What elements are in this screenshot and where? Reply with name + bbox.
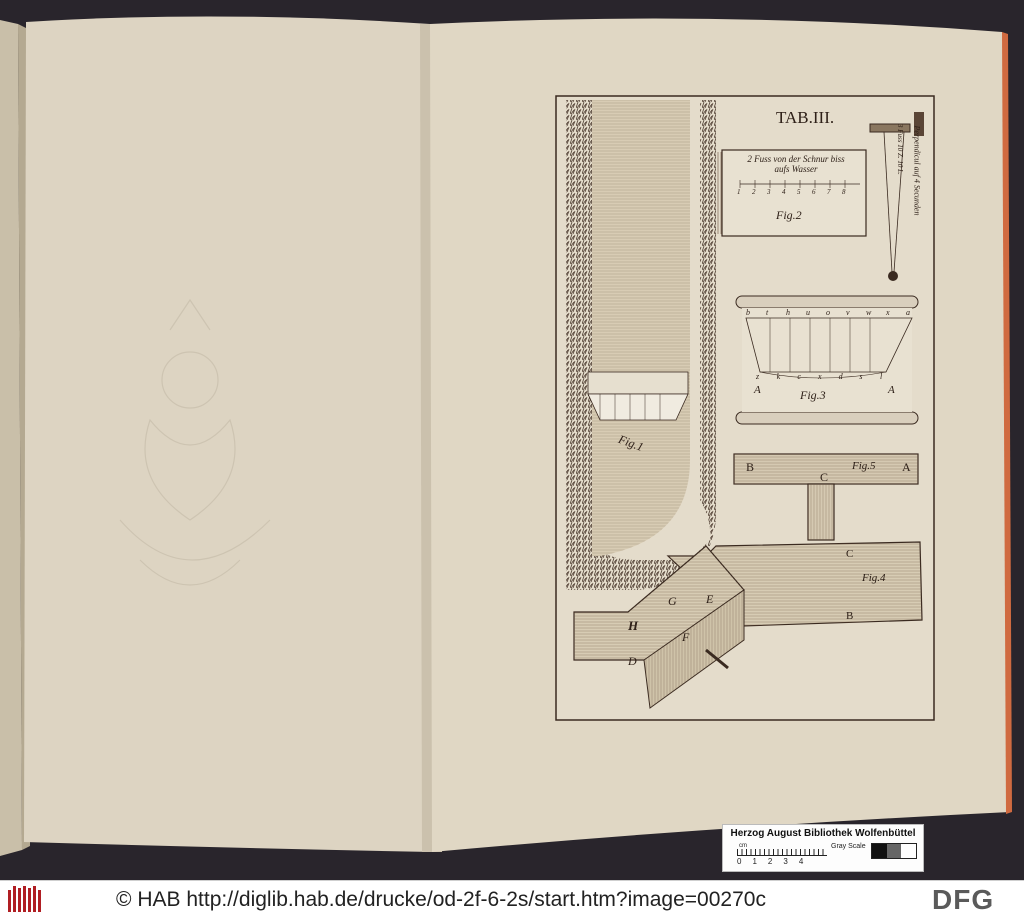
- ruler-number: 3: [783, 857, 799, 866]
- credit-org: HAB: [137, 888, 181, 911]
- plumb-line: [869, 112, 924, 281]
- fig4-label: Fig.4: [862, 572, 886, 584]
- fig3-label: Fig.3: [800, 388, 826, 402]
- copyright-symbol: ©: [116, 888, 132, 911]
- fig3-top-letter: x: [886, 308, 890, 317]
- fig5-letter-c: C: [820, 470, 829, 484]
- fig3-top-letter: w: [866, 308, 872, 317]
- color-calibration-card: Herzog August Bibliothek Wolfenbüttel cm…: [722, 824, 924, 872]
- fig4-letter-f: F: [682, 630, 690, 644]
- fig3-bottom-letter: s: [859, 372, 863, 381]
- fig2-caption-line1: 2 Fuss von der Schnur biss: [747, 154, 845, 164]
- left-page-edge: [0, 20, 22, 856]
- fig3-top-letter: o: [826, 308, 830, 317]
- permalink-url[interactable]: http://diglib.hab.de/drucke/od-2f-6-2s/s…: [186, 888, 766, 911]
- fig5-pipe: [733, 453, 919, 541]
- dfg-logo[interactable]: DFG: [932, 884, 995, 915]
- fig4-letter-g: G: [668, 594, 677, 608]
- fig4-letter-c: C: [846, 548, 854, 560]
- watermark-ghost: [119, 298, 271, 586]
- fig2-scale-number: 8: [842, 188, 846, 196]
- ruler-number: 0: [737, 857, 753, 866]
- fig4-letter-h: H: [628, 618, 639, 633]
- fig2-scroll: [716, 149, 867, 237]
- ruler-numbers: 01234: [737, 857, 814, 866]
- fig5-label: Fig.5: [852, 460, 876, 472]
- fig4-letter-b: B: [846, 610, 854, 622]
- fig3-top-letter: h: [786, 308, 790, 317]
- fig5-letter-a: A: [902, 460, 911, 474]
- gray-swatch-white: [901, 844, 917, 858]
- fig1-channel: [566, 100, 716, 590]
- fig2-scale-number: 2: [752, 188, 756, 196]
- ruler-number: 4: [798, 857, 815, 866]
- fig3-top-letter: b: [746, 308, 750, 317]
- fig3-letter-a-right: A: [888, 384, 895, 396]
- color-card-title: Herzog August Bibliothek Wolfenbüttel: [730, 828, 916, 839]
- credit-line: © HAB http://diglib.hab.de/drucke/od-2f-…: [116, 888, 766, 912]
- footer-bar: [0, 880, 1024, 921]
- fig3-letter-a-left: A: [754, 384, 761, 396]
- fig3-top-letter: u: [806, 308, 810, 317]
- fig3-scroll: [735, 295, 919, 425]
- plumb-note: Perpendicul auf 4 Secunden: [912, 125, 922, 216]
- fig3-top-letter: a: [906, 308, 910, 317]
- color-card-gray-label: Gray Scale: [831, 843, 866, 850]
- fig5-letter-b: B: [746, 460, 755, 474]
- fig2-scale-number: 5: [797, 188, 801, 196]
- fig2-caption: 2 Fuss von der Schnur biss aufs Wasser: [728, 154, 864, 174]
- ruler: [737, 843, 827, 856]
- fig2-scale-number: 6: [812, 188, 816, 196]
- fig3-bottom-letter: x: [818, 372, 822, 381]
- hab-library-icon[interactable]: [6, 884, 46, 916]
- fig3-bottom-letter: d: [838, 372, 843, 381]
- ruler-number: 1: [752, 857, 768, 866]
- fig2-scale-number: 7: [827, 188, 831, 196]
- fig2-caption-line2: aufs Wasser: [774, 164, 818, 174]
- gray-swatch-dark: [886, 844, 902, 858]
- fig2-scale-number: 4: [782, 188, 786, 196]
- plate-title: TAB.III.: [776, 108, 835, 127]
- fig4-channels: [573, 541, 923, 709]
- left-page: [24, 16, 432, 852]
- fig3-bottom-letter: c: [797, 372, 801, 381]
- fig3-bottom-letter: z: [756, 372, 760, 381]
- fig4-letter-d: D: [628, 654, 637, 668]
- fig4-letter-e: E: [706, 592, 714, 606]
- fig2-scale-number: 3: [767, 188, 771, 196]
- ruler-number: 2: [767, 857, 784, 866]
- gray-swatch-black: [872, 844, 887, 858]
- fig3-bottom-letter: l: [880, 372, 883, 381]
- book-scan: [0, 16, 1012, 856]
- fig3-bottom-letter: k: [776, 372, 781, 381]
- fig2-scale-number: 1: [737, 188, 741, 196]
- image-viewer[interactable]: TAB.III. Fig.1 2 Fuss von der Schnur bis…: [0, 0, 1024, 880]
- fig3-top-letter: v: [846, 308, 850, 317]
- fig2-label: Fig.2: [776, 208, 802, 222]
- fig3-top-letter: t: [766, 308, 769, 317]
- plumb-length: 3 Fuss 10 Z. 10 L.: [896, 124, 904, 175]
- gray-swatches: [871, 843, 917, 859]
